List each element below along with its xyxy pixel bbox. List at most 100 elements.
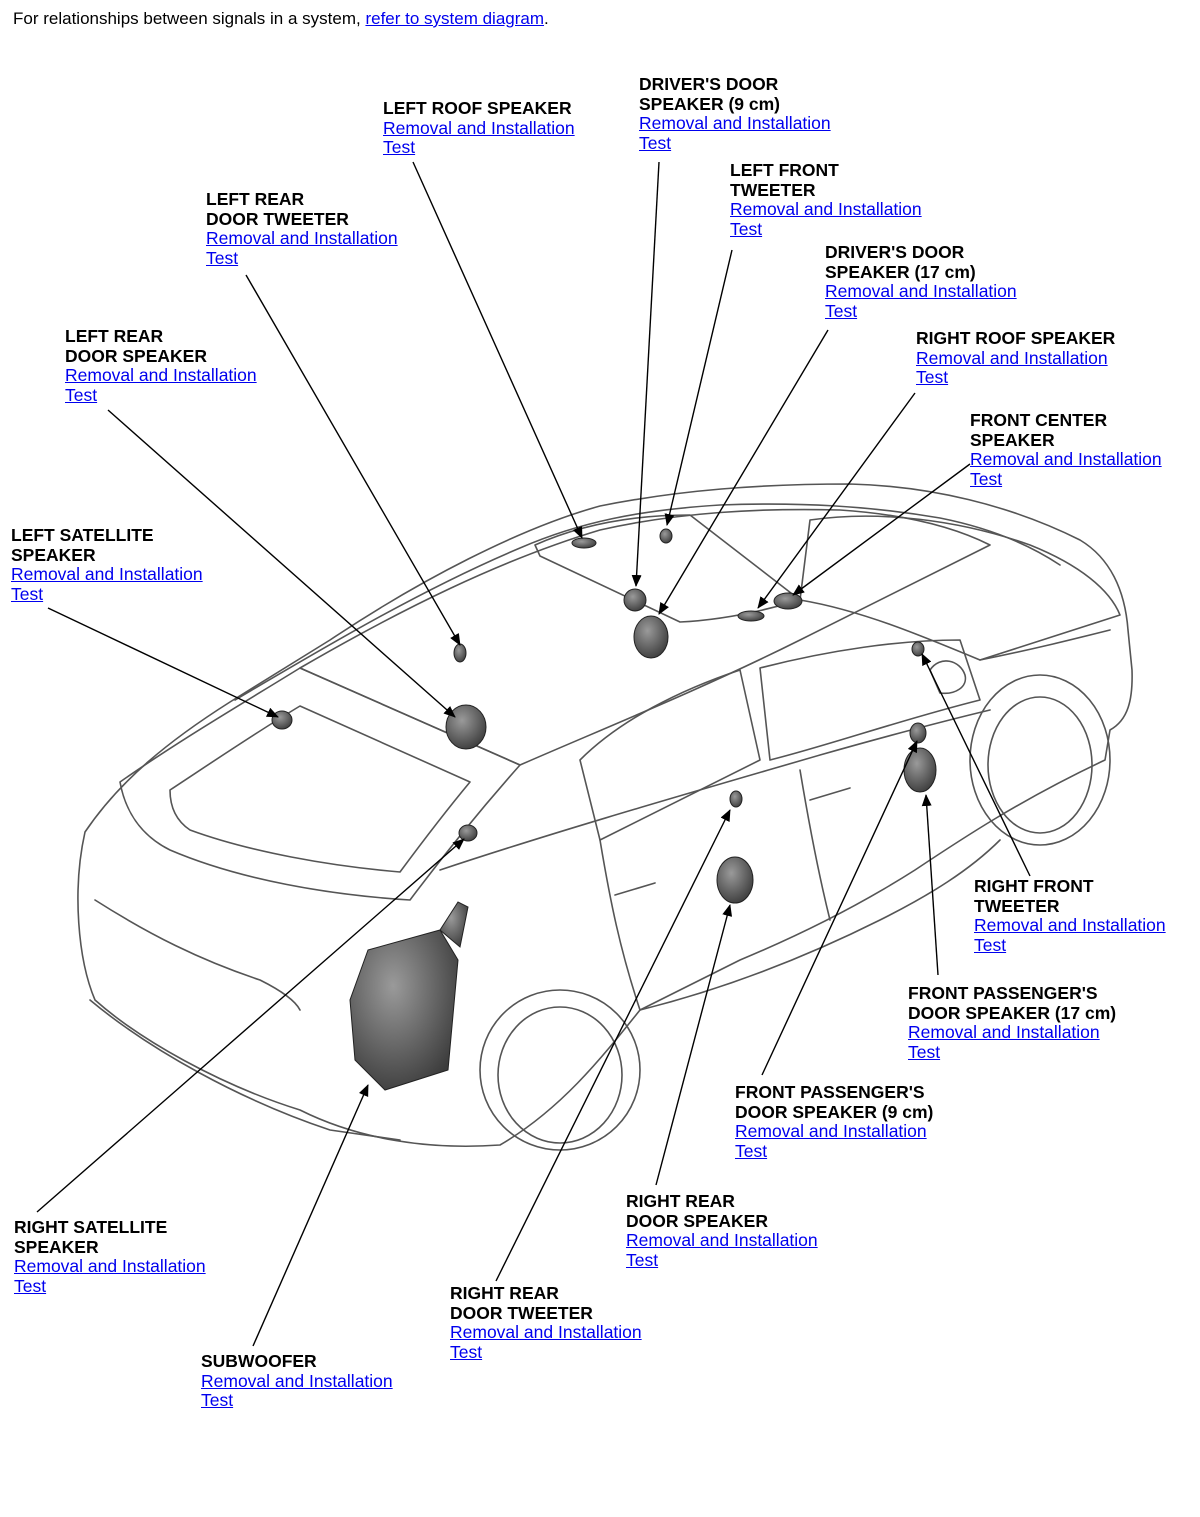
callout-title: LEFT REAR DOOR SPEAKER (65, 326, 207, 366)
right-front-tweeter-part (911, 641, 925, 657)
removal-installation-link[interactable]: Removal and Installation (65, 365, 257, 386)
right-rear-door-speaker-part (716, 856, 754, 904)
removal-installation-link[interactable]: Removal and Installation (970, 449, 1162, 470)
test-link[interactable]: Test (450, 1341, 483, 1362)
door-line-rear (599, 839, 641, 1011)
test-link[interactable]: Test (14, 1275, 47, 1296)
system-diagram-link[interactable]: refer to system diagram (365, 9, 545, 28)
removal-installation-link[interactable]: Removal and Installation (916, 347, 1108, 368)
test-link[interactable]: Test (970, 468, 1003, 489)
left-rear-door-tweeter-part (453, 643, 467, 663)
belt-line (439, 709, 991, 871)
callout-title: FRONT PASSENGER'S DOOR SPEAKER (17 cm) (908, 983, 1117, 1023)
callout-left-rear-door-speaker: LEFT REAR DOOR SPEAKER Removal and Insta… (65, 326, 257, 405)
rear-glass-inner (169, 705, 471, 873)
front-center-speaker-part (773, 592, 803, 610)
leader-front-passenger-door-speaker-17cm (921, 794, 939, 976)
test-link[interactable]: Test (639, 132, 672, 153)
leader-subwoofer (252, 1084, 369, 1347)
rear-wheel-arch (479, 989, 641, 1151)
callout-right-front-tweeter: RIGHT FRONT TWEETER Removal and Installa… (974, 876, 1166, 955)
test-link[interactable]: Test (735, 1140, 768, 1161)
right-roof-speaker-part (737, 610, 765, 622)
callout-title: RIGHT ROOF SPEAKER (916, 328, 1116, 348)
callout-title: RIGHT FRONT TWEETER (974, 876, 1094, 916)
test-link[interactable]: Test (206, 247, 239, 268)
removal-installation-link[interactable]: Removal and Installation (639, 113, 831, 134)
subwoofer-part (349, 929, 459, 1091)
side-window-rear (579, 669, 761, 841)
front-passenger-door-speaker-17cm-part (903, 747, 937, 793)
leader-drivers-door-speaker-17cm (658, 329, 829, 615)
rear-wheel (497, 1006, 623, 1144)
test-link[interactable]: Test (201, 1390, 234, 1411)
right-satellite-speaker-part (458, 824, 478, 842)
removal-installation-link[interactable]: Removal and Installation (450, 1322, 642, 1343)
callout-title: DRIVER'S DOOR SPEAKER (9 cm) (639, 74, 781, 114)
test-link[interactable]: Test (11, 583, 44, 604)
callout-title: RIGHT REAR DOOR TWEETER (450, 1283, 593, 1323)
leader-right-roof-speaker (757, 392, 916, 609)
callout-subwoofer: SUBWOOFER Removal and Installation Test (201, 1351, 393, 1411)
leader-right-rear-door-speaker (655, 904, 733, 1186)
removal-installation-link[interactable]: Removal and Installation (908, 1022, 1100, 1043)
hood-line (979, 629, 1111, 661)
intro-suffix: . (544, 9, 549, 28)
left-front-tweeter-part (659, 528, 673, 544)
removal-installation-link[interactable]: Removal and Installation (11, 564, 203, 585)
removal-installation-link[interactable]: Removal and Installation (626, 1230, 818, 1251)
subwoofer-duct (439, 901, 469, 948)
callout-title: RIGHT SATELLITE SPEAKER (14, 1217, 168, 1257)
test-link[interactable]: Test (825, 300, 858, 321)
callout-title: LEFT FRONT TWEETER (730, 160, 839, 200)
removal-installation-link[interactable]: Removal and Installation (974, 915, 1166, 936)
test-link[interactable]: Test (974, 934, 1007, 955)
car-roof (234, 503, 1061, 701)
windshield (799, 515, 1121, 661)
leader-left-satellite-speaker (47, 607, 279, 718)
callout-title: LEFT SATELLITE SPEAKER (11, 525, 154, 565)
callout-title: FRONT CENTER SPEAKER (970, 410, 1108, 450)
removal-installation-link[interactable]: Removal and Installation (14, 1256, 206, 1277)
leader-front-passenger-door-speaker-9cm (761, 740, 918, 1076)
removal-installation-link[interactable]: Removal and Installation (730, 199, 922, 220)
front-wheel (987, 696, 1093, 834)
test-link[interactable]: Test (626, 1249, 659, 1270)
removal-installation-link[interactable]: Removal and Installation (201, 1370, 393, 1391)
test-link[interactable]: Test (65, 384, 98, 405)
rear-bumper (89, 999, 401, 1141)
intro-text: For relationships between signals in a s… (13, 9, 549, 29)
leader-left-rear-door-speaker (107, 409, 456, 718)
callout-title: FRONT PASSENGER'S DOOR SPEAKER (9 cm) (735, 1082, 934, 1122)
callout-left-satellite-speaker: LEFT SATELLITE SPEAKER Removal and Insta… (11, 525, 203, 604)
leader-right-rear-door-tweeter (495, 809, 731, 1282)
door-handle-front (809, 787, 851, 801)
callout-title: DRIVER'S DOOR SPEAKER (17 cm) (825, 242, 976, 282)
removal-installation-link[interactable]: Removal and Installation (735, 1121, 927, 1142)
callout-right-satellite-speaker: RIGHT SATELLITE SPEAKER Removal and Inst… (14, 1217, 206, 1296)
drivers-door-speaker-17cm-part (633, 615, 669, 659)
callout-front-passenger-door-speaker-17cm: FRONT PASSENGER'S DOOR SPEAKER (17 cm) R… (908, 983, 1117, 1062)
callout-left-rear-door-tweeter: LEFT REAR DOOR TWEETER Removal and Insta… (206, 189, 398, 268)
callout-left-roof-speaker: LEFT ROOF SPEAKER Removal and Installati… (383, 98, 575, 158)
removal-installation-link[interactable]: Removal and Installation (825, 281, 1017, 302)
removal-installation-link[interactable]: Removal and Installation (206, 228, 398, 249)
callout-title: LEFT ROOF SPEAKER (383, 98, 572, 118)
test-link[interactable]: Test (908, 1041, 941, 1062)
callout-right-rear-door-tweeter: RIGHT REAR DOOR TWEETER Removal and Inst… (450, 1283, 642, 1362)
rear-glass (119, 667, 521, 901)
right-rear-door-tweeter-part (729, 790, 743, 808)
test-link[interactable]: Test (916, 367, 949, 388)
removal-installation-link[interactable]: Removal and Installation (383, 117, 575, 138)
callout-right-roof-speaker: RIGHT ROOF SPEAKER Removal and Installat… (916, 328, 1116, 388)
door-line-front (799, 769, 831, 921)
callout-right-rear-door-speaker: RIGHT REAR DOOR SPEAKER Removal and Inst… (626, 1191, 818, 1270)
callout-drivers-door-speaker-17cm: DRIVER'S DOOR SPEAKER (17 cm) Removal an… (825, 242, 1017, 321)
test-link[interactable]: Test (730, 218, 763, 239)
car-body (77, 483, 1133, 1147)
leader-right-front-tweeter (921, 653, 1031, 877)
drivers-door-speaker-9cm-part (623, 588, 647, 612)
front-passenger-door-speaker-9cm-part (909, 722, 927, 744)
test-link[interactable]: Test (383, 137, 416, 158)
